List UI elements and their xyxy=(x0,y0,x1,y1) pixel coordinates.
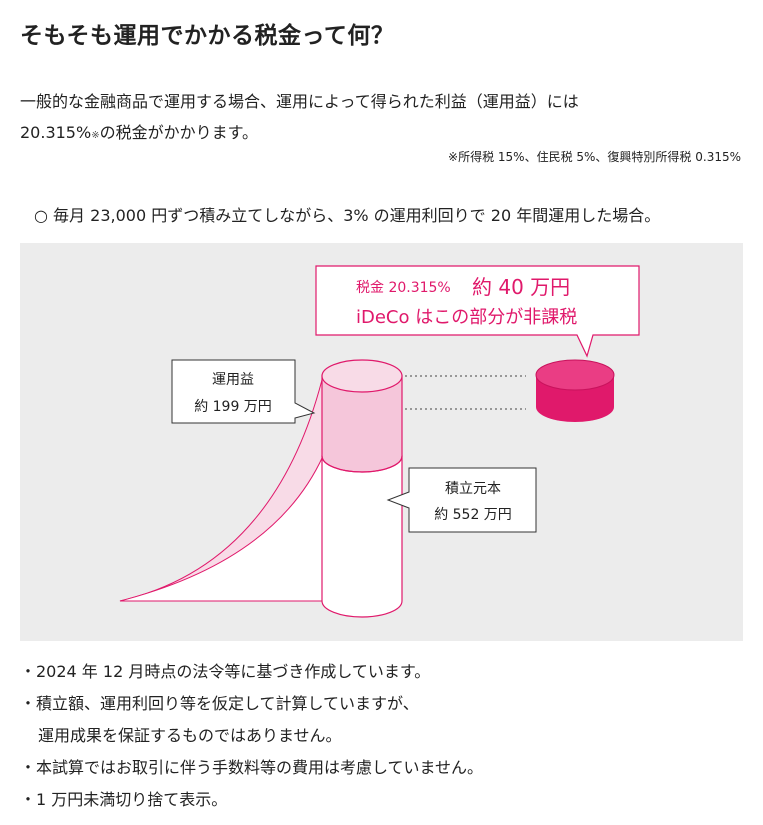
tax-callout-ideco: iDeCo はこの部分が非課税 xyxy=(356,307,577,328)
principal-label-box xyxy=(386,467,537,533)
growth-curve-principal xyxy=(119,455,324,602)
tax-breakdown-footnote: ※所得税 15%、住民税 5%、復興特別所得税 0.315% xyxy=(448,150,741,164)
note-item-continued: 運用成果を保証するものではありません。 xyxy=(38,726,342,745)
note-item: ・1 万円未満切り捨て表示。 xyxy=(20,790,228,809)
tax-callout-box xyxy=(315,265,640,358)
note-item: ・本試算ではお取引に伴う手数料等の費用は考慮していません。 xyxy=(20,758,484,777)
intro-line-2-rest: の税金がかかります。 xyxy=(99,123,258,142)
profit-label-line1: 運用益 xyxy=(212,372,254,388)
tax-rate: 20.315% xyxy=(20,123,92,142)
notes-list: ・2024 年 12 月時点の法令等に基づき作成しています。 ・積立額、運用利回… xyxy=(20,656,483,816)
page-title: そもそも運用でかかる税金って何？ xyxy=(20,23,395,49)
simulation-diagram: 税金 20.315% 約 40 万円 iDeCo はこの部分が非課税 運用益 約… xyxy=(20,243,743,641)
note-item: ・2024 年 12 月時点の法令等に基づき作成しています。 xyxy=(20,662,431,681)
footnote-mark: ※ xyxy=(91,130,100,141)
principal-cylinder xyxy=(321,455,403,618)
tax-disk-top xyxy=(535,359,615,391)
diagram-svg: 税金 20.315% 約 40 万円 iDeCo はこの部分が非課税 運用益 約… xyxy=(119,265,640,618)
principal-label-line2: 約 552 万円 xyxy=(434,507,512,523)
tax-callout-small: 税金 20.315% xyxy=(356,280,451,296)
profit-label-line2: 約 199 万円 xyxy=(194,399,272,415)
intro-line-1: 一般的な金融商品で運用する場合、運用によって得られた利益（運用益）には xyxy=(20,92,579,111)
cylinder-top xyxy=(321,359,403,393)
profit-principal-boundary xyxy=(321,455,403,473)
principal-label-line1: 積立元本 xyxy=(445,481,501,497)
simulation-condition: ○ 毎月 23,000 円ずつ積み立てしながら、3% の運用利回りで 20 年間… xyxy=(34,206,661,225)
profit-label-box xyxy=(171,359,316,424)
tax-callout-large: 約 40 万円 xyxy=(472,275,570,299)
intro-line-2: 20.315%※の税金がかかります。 xyxy=(20,117,579,151)
intro-text: 一般的な金融商品で運用する場合、運用によって得られた利益（運用益）には 20.3… xyxy=(20,86,579,151)
note-item: ・積立額、運用利回り等を仮定して計算していますが、 xyxy=(20,694,419,713)
